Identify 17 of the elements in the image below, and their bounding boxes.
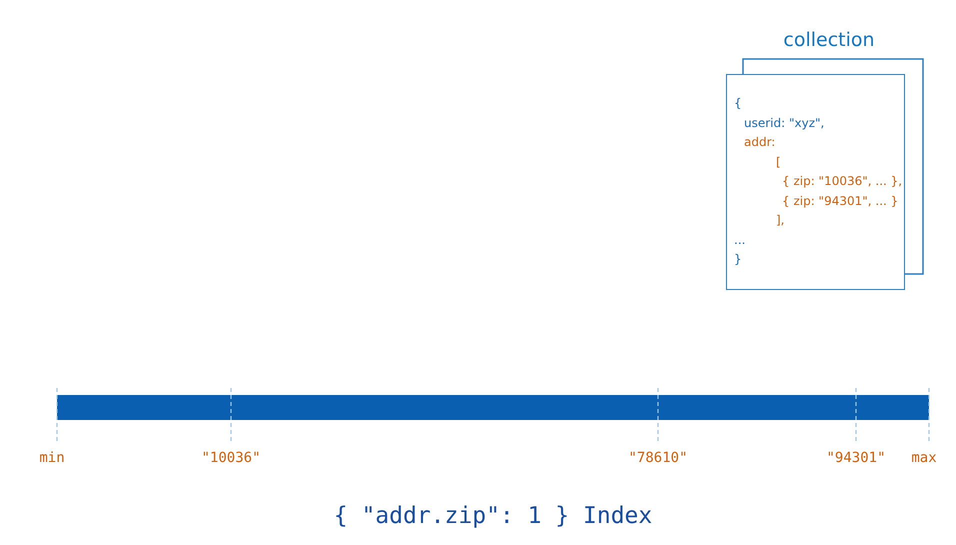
code-line: { zip: "94301", ... } — [782, 194, 898, 208]
index-caption: { "addr.zip": 1 } Index — [332, 503, 654, 529]
code-line: { — [734, 96, 742, 110]
code-line: userid: "xyz", — [744, 116, 824, 130]
tick-label: "10036" — [202, 450, 260, 466]
tick-label: "78610" — [628, 450, 688, 466]
code-line: } — [734, 252, 742, 266]
code-line: ], — [776, 213, 784, 227]
tick-label: "94301" — [826, 450, 886, 466]
tick-label: min — [39, 450, 65, 466]
tick-label: max — [911, 450, 937, 466]
code-line: ... — [734, 232, 746, 246]
code-line: addr: — [744, 135, 776, 149]
code-line: [ — [776, 154, 781, 168]
code-line: { zip: "10036", ... }, — [782, 174, 902, 188]
index-bar — [57, 395, 929, 420]
collection-heading: collection — [782, 29, 876, 51]
